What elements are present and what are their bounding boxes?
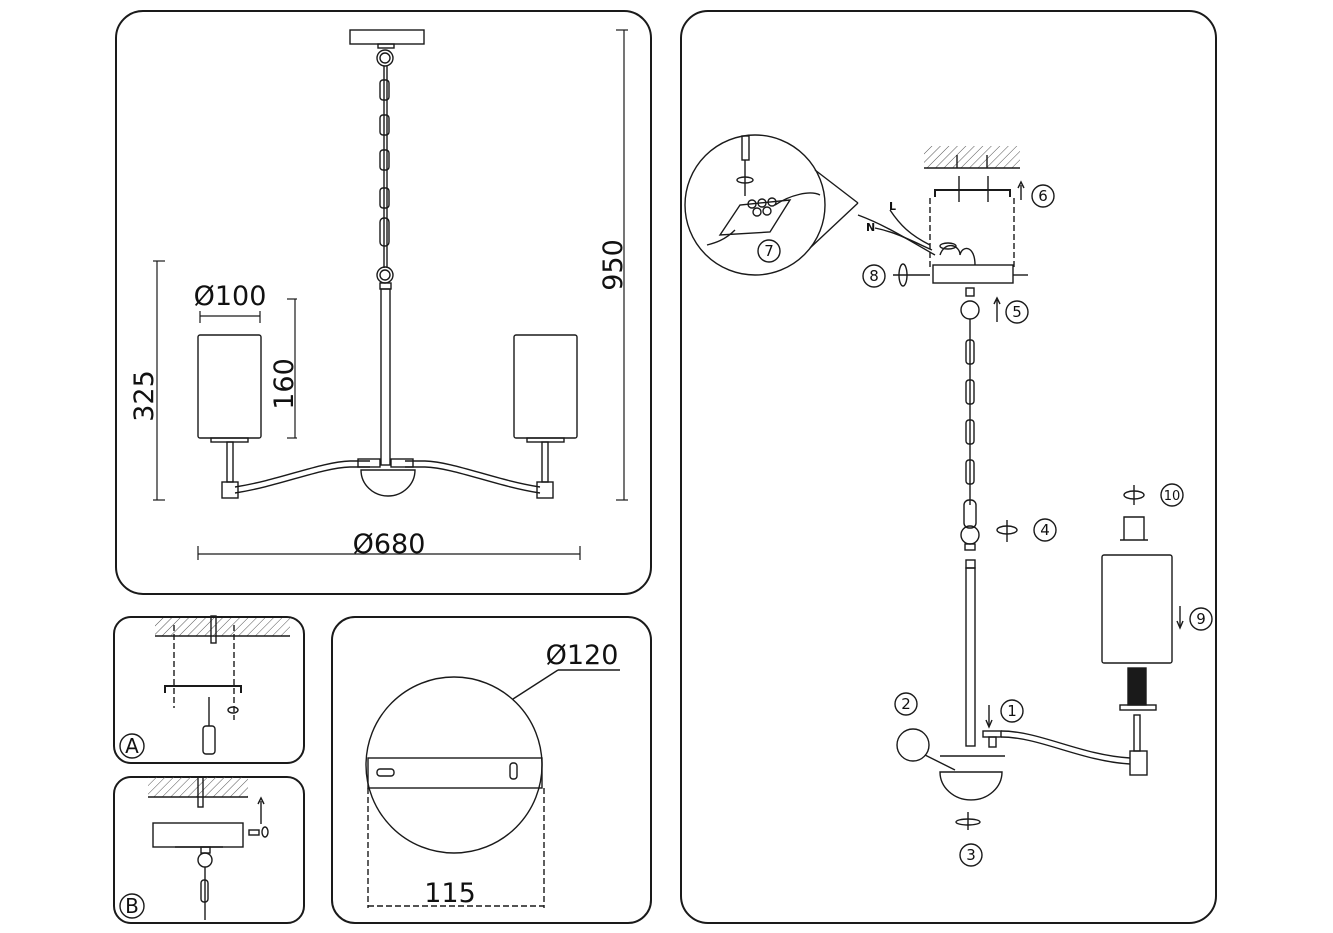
detail-b-badge — [119, 893, 145, 919]
right-socket — [536, 481, 554, 499]
mounting-bracket — [367, 757, 543, 789]
arm — [1000, 730, 1131, 759]
canopy-detail-drawing — [365, 669, 620, 908]
step-1-label: 1 — [1007, 702, 1017, 720]
rotate-icon — [227, 706, 239, 714]
shade-ring — [1120, 516, 1148, 541]
detail-a-drawing — [119, 615, 290, 759]
step-10-label: 10 — [1164, 489, 1181, 504]
top-ring — [376, 49, 394, 67]
step-6-badge — [1031, 184, 1055, 208]
step-2-label: 2 — [901, 695, 911, 713]
slot-horizontal — [376, 768, 395, 777]
step-6-label: 6 — [1038, 187, 1048, 205]
span-diameter-label: Ø680 — [353, 529, 426, 560]
detail-a-panel — [113, 616, 305, 764]
center-rod — [965, 567, 976, 747]
lamp-shade — [1101, 554, 1173, 664]
detail-b-panel — [113, 776, 305, 924]
detail-b-label: B — [125, 894, 139, 918]
step-5-label: 5 — [1012, 303, 1022, 321]
step-5-badge — [1005, 300, 1029, 324]
right-shade — [513, 334, 578, 439]
left-arm — [234, 460, 370, 488]
bracket-width-label: 115 — [424, 878, 476, 909]
neutral-wire-label: N — [866, 221, 875, 234]
step-10-badge — [1160, 483, 1184, 507]
canopy-circle — [365, 676, 543, 854]
chain-link — [965, 339, 975, 365]
chain-icon — [379, 66, 390, 268]
assembly-drawing — [684, 134, 1213, 867]
chandelier-overview — [153, 29, 628, 560]
bottom-bowl — [360, 469, 416, 497]
left-shade — [197, 334, 262, 439]
canopy-plate — [349, 29, 425, 45]
canopy-diameter-label: Ø120 — [546, 640, 619, 671]
step-8-label: 8 — [869, 267, 879, 285]
right-arm — [405, 460, 541, 488]
step-8-badge — [862, 264, 886, 288]
center-rod — [380, 288, 391, 466]
step-2-badge — [894, 692, 918, 716]
step-4-label: 4 — [1040, 521, 1050, 539]
canopy-side — [152, 822, 244, 848]
detail-a-badge — [119, 733, 145, 759]
slot-vertical — [509, 762, 518, 780]
dimension-lines — [153, 29, 628, 560]
live-wire-label: L — [889, 200, 896, 213]
step-7-badge — [757, 239, 781, 263]
shade-height-label: 160 — [269, 358, 300, 410]
total-height-label: 950 — [598, 239, 629, 291]
terminal-zoom-circle — [684, 134, 826, 276]
socket — [1129, 750, 1148, 776]
supply-wire — [857, 214, 936, 256]
detail-a-label: A — [125, 734, 139, 758]
shade-diameter-label: Ø100 — [194, 281, 267, 312]
bottom-bowl — [939, 771, 1003, 801]
left-socket — [221, 481, 239, 499]
step-3-label: 3 — [966, 846, 976, 864]
body-height-label: 325 — [129, 370, 160, 422]
step-9-label: 9 — [1196, 610, 1206, 628]
step-4-badge — [1033, 518, 1057, 542]
screwdriver-icon — [202, 697, 216, 755]
wire-zoom-circle — [896, 728, 930, 762]
step-7-label: 7 — [764, 242, 774, 260]
terminal-block-icon — [706, 135, 821, 246]
lamp-holder — [1127, 667, 1147, 706]
step-1-badge — [1000, 699, 1024, 723]
detail-b-drawing — [119, 776, 269, 920]
canopy-panel — [331, 616, 652, 924]
top-ring — [960, 300, 980, 320]
step-3-badge — [959, 843, 983, 867]
canopy-box — [932, 264, 1014, 284]
step-9-badge — [1189, 607, 1213, 631]
